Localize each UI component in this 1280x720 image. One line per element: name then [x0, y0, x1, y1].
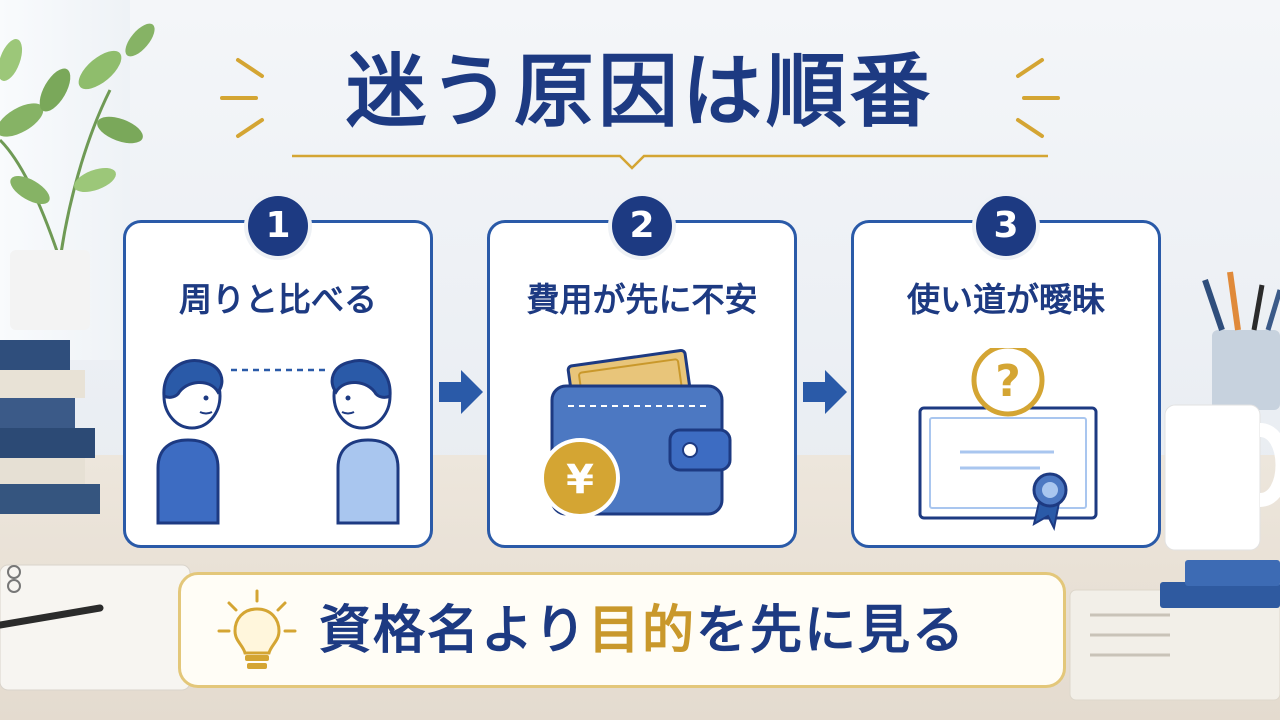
books-bottom-right	[1069, 560, 1280, 701]
tip-text-highlight: 目的	[587, 601, 696, 661]
title-underline-pointer	[292, 154, 1048, 170]
stacked-books-left	[0, 340, 100, 514]
page-title: 迷う原因は順番	[346, 45, 934, 138]
arrow-right-icon	[439, 370, 483, 414]
step-card-1: 1 周りと比べる	[123, 196, 433, 548]
tip-text: 資格名より目的を先に見る	[319, 591, 966, 671]
step-number-badge: 2	[612, 196, 672, 256]
notebook-bottom-left	[0, 564, 191, 691]
certificate-question-icon: ?	[918, 348, 1098, 532]
step-label: 費用が先に不安	[526, 280, 758, 319]
tip-banner: 資格名より目的を先に見る	[178, 572, 1066, 688]
step-number-badge: 1	[248, 196, 308, 256]
step-card-2: 2 費用が先に不安 ¥	[487, 196, 797, 548]
step-label: 使い道が曖昧	[907, 280, 1105, 319]
mug-right	[1164, 404, 1280, 551]
tip-text-part1: 資格名より	[319, 601, 588, 661]
svg-text:¥: ¥	[566, 457, 594, 503]
arrow-right-icon	[803, 370, 847, 414]
lightbulb-icon	[217, 589, 297, 669]
svg-text:?: ?	[995, 356, 1021, 407]
pencil-cup-right	[1202, 271, 1280, 410]
title-spark-right	[1016, 58, 1060, 138]
plant-decoration	[0, 23, 155, 330]
tip-text-part2: を先に見る	[695, 601, 966, 661]
step-card-3: 3 使い道が曖昧 ?	[851, 196, 1161, 548]
step-label: 周りと比べる	[179, 280, 377, 319]
wallet-yen-icon: ¥	[540, 349, 732, 518]
step-number-badge: 3	[976, 196, 1036, 256]
title-decoration	[220, 58, 1060, 170]
two-people-comparing-icon	[156, 359, 400, 525]
title-spark-left	[220, 58, 264, 138]
